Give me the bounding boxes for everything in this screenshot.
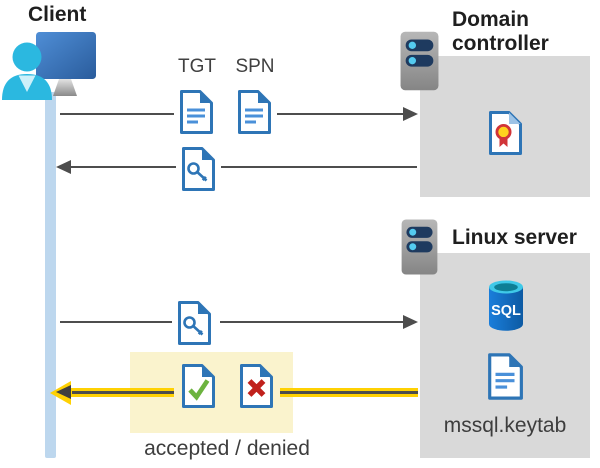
accepted-denied-label: accepted / denied: [144, 437, 310, 460]
key-document-icon: [176, 300, 212, 346]
request-arrow-line: [60, 113, 174, 115]
client-label: Client: [28, 3, 87, 26]
keytab-filename-label: mssql.keytab: [443, 414, 567, 437]
service-request-arrow-line: [220, 321, 404, 323]
result-arrow-line: [280, 391, 418, 394]
key-document-icon: [180, 146, 216, 192]
client-timeline-bar: [45, 92, 56, 458]
request-arrow-line: [277, 113, 404, 115]
keytab-document-icon: [486, 352, 524, 401]
ticket-response-arrow-head-icon: [56, 160, 71, 174]
service-request-arrow-line: [60, 321, 172, 323]
person-at-monitor-icon: [0, 28, 110, 104]
sql-database-icon: SQL: [486, 278, 526, 334]
result-arrow-head-icon: [56, 385, 71, 399]
domain-controller-label: Domain controller: [452, 8, 549, 56]
domain-controller-server-icon: [399, 30, 440, 92]
request-arrow-head-icon: [403, 107, 418, 121]
certificate-document-icon: [487, 110, 523, 156]
sql-icon-text: SQL: [491, 303, 521, 319]
accepted-check-document-icon: [180, 363, 216, 409]
tgt-label: TGT: [178, 56, 216, 77]
ticket-response-arrow-line: [221, 166, 417, 168]
linux-server-label: Linux server: [452, 226, 577, 249]
ticket-response-arrow-line: [70, 166, 176, 168]
spn-label: SPN: [235, 56, 275, 77]
result-arrow-line: [72, 391, 174, 394]
denied-x-document-icon: [238, 363, 274, 409]
service-request-arrow-head-icon: [403, 315, 418, 329]
spn-ticket-document-icon: [236, 89, 272, 135]
linux-server-icon: [399, 218, 440, 276]
tgt-ticket-document-icon: [178, 89, 214, 135]
